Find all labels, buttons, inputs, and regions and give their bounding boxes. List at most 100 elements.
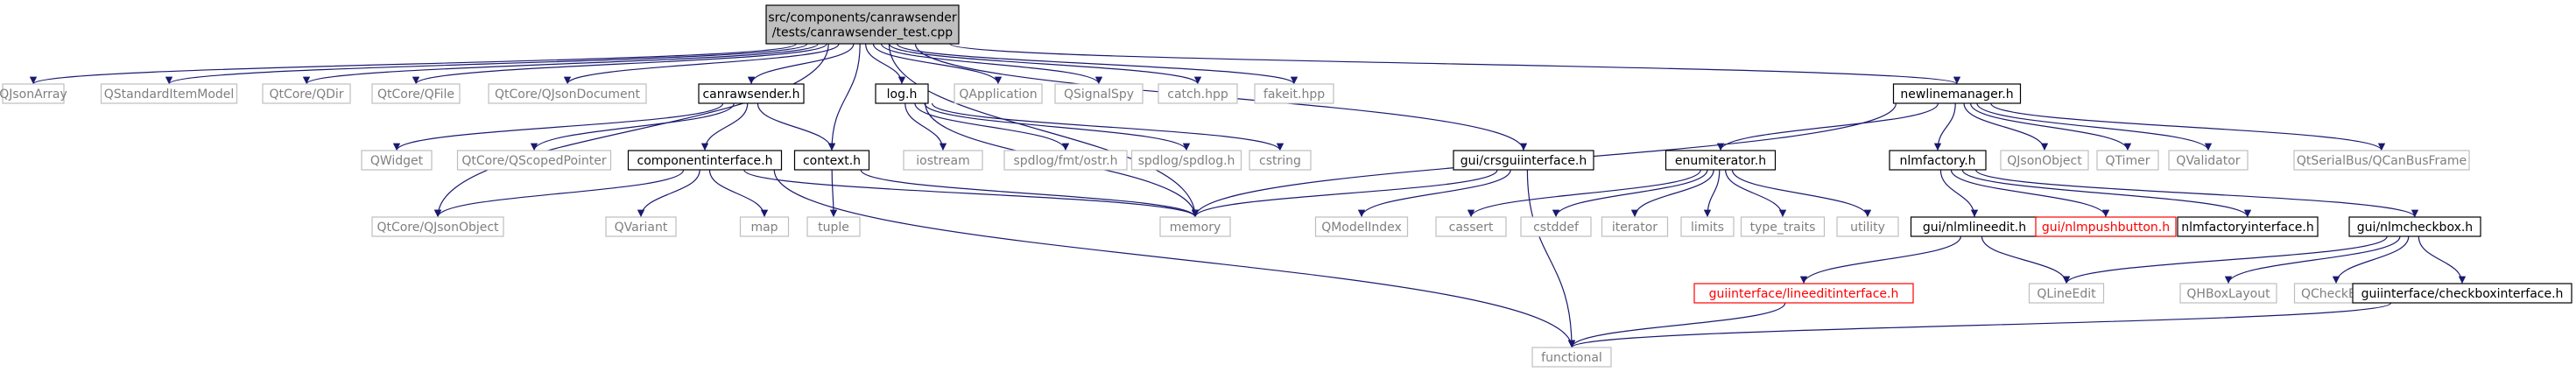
edge-log-h-to-cstring (931, 102, 1284, 151)
edge (1799, 235, 1961, 284)
node-qmodelindex[interactable]: QModelIndex (1314, 216, 1409, 237)
node-label: nlmfactoryinterface.h (2181, 221, 2313, 235)
node-box (1892, 83, 2022, 104)
node-qstandarditemmodel[interactable]: QStandardItemModel (100, 83, 238, 104)
node-tuple[interactable]: tuple (806, 216, 861, 237)
node-gui-nlmlineedit-h[interactable]: gui/nlmlineedit.h (1910, 216, 2039, 237)
edge (743, 169, 1200, 218)
node-qsignalspy[interactable]: QSignalSpy (1054, 83, 1144, 104)
node-label: gui/crsguiinterface.h (1460, 154, 1587, 168)
node-qtcore-qjsonobject[interactable]: QtCore/QJsonObject (371, 216, 504, 237)
edge (829, 169, 838, 218)
node-gui-nlmpushbutton-h[interactable]: gui/nlmpushbutton.h (2035, 216, 2177, 237)
node-nlmfactoryinterface-h[interactable]: nlmfactoryinterface.h (2177, 216, 2319, 237)
edge-enumiterator-h-to-cstddef (1552, 169, 1708, 218)
edge (165, 43, 808, 85)
node-qtcore-qjsondocument[interactable]: QtCore/QJsonDocument (488, 83, 647, 104)
edge (1725, 169, 1787, 218)
node-qvariant[interactable]: QVariant (605, 216, 677, 237)
node-memory[interactable]: memory (1159, 216, 1231, 237)
node-gui-nlmcheckbox-h[interactable]: gui/nlmcheckbox.h (2348, 216, 2481, 237)
node-box (100, 83, 238, 104)
node-qvalidator[interactable]: QValidator (2168, 150, 2249, 171)
edge (889, 43, 1202, 85)
node-cassert[interactable]: cassert (1435, 216, 1507, 237)
node-box (698, 83, 805, 104)
edge-root-to-fakeit-hpp (896, 43, 1299, 85)
node-label: QVariant (615, 221, 668, 235)
node-box (1836, 216, 1899, 237)
node-label: newlinemanager.h (1900, 88, 2013, 102)
edge (2332, 235, 2410, 284)
edge-root-to-qtcore-qfile (412, 43, 827, 85)
node-qhboxlayout[interactable]: QHBoxLayout (2179, 283, 2277, 304)
node-label: QJsonObject (2007, 154, 2082, 168)
node-cstddef[interactable]: cstddef (1520, 216, 1592, 237)
edge (1630, 169, 1714, 218)
edge-enumiterator-h-to-limits (1703, 169, 1721, 218)
edge-root-to-qtcore-qdir (303, 43, 819, 85)
node-enumiterator-h[interactable]: enumiterator.h (1665, 150, 1777, 171)
node-functional[interactable]: functional (1531, 347, 1612, 368)
node-box (361, 150, 433, 171)
node-gui-crsguiinterface-h[interactable]: gui/crsguiinterface.h (1453, 150, 1594, 171)
node-fakeit-hpp[interactable]: fakeit.hpp (1254, 83, 1334, 104)
node-qjsonobject[interactable]: QJsonObject (2000, 150, 2089, 171)
node-spdlog-fmt-ostr-h[interactable]: spdlog/fmt/ostr.h (1003, 150, 1128, 171)
edge (914, 102, 1070, 151)
edge-root-to-qstandarditemmodel (165, 43, 808, 85)
node-label: gui/nlmlineedit.h (1923, 221, 2026, 235)
node-label: QLineEdit (2037, 287, 2096, 301)
node-box (954, 83, 1043, 104)
node-qapplication[interactable]: QApplication (954, 83, 1043, 104)
node-qtimer[interactable]: QTimer (2096, 150, 2159, 171)
node-qtcore-qscopedpointer[interactable]: QtCore/QScopedPointer (456, 150, 612, 171)
node-iterator[interactable]: iterator (1601, 216, 1669, 237)
node-qwidget[interactable]: QWidget (361, 150, 433, 171)
node-label: gui/nlmpushbutton.h (2042, 221, 2170, 235)
edge (1961, 169, 2252, 218)
node-qjsonarray[interactable]: QJsonArray (0, 83, 67, 104)
edge-nlmfactory-h-to-gui-nlmlineedit-h (1939, 169, 1979, 218)
node-log-h[interactable]: log.h (875, 83, 929, 104)
node-box (2168, 150, 2249, 171)
node-label: QJsonArray (0, 88, 67, 102)
node-label: map (750, 221, 778, 235)
edge (1976, 102, 2213, 151)
edge (1568, 302, 2392, 348)
edge-guiinterface-lineeditinterface-h-to-functional (1567, 302, 1786, 348)
node-catch-hpp[interactable]: catch.hpp (1158, 83, 1238, 104)
node-type-traits[interactable]: type_traits (1740, 216, 1826, 237)
node-newlinemanager-h[interactable]: newlinemanager.h (1892, 83, 2022, 104)
node-root[interactable]: src/components/canrawsender/tests/canraw… (765, 4, 960, 45)
node-guiinterface-checkboxinterface-h[interactable]: guiinterface/checkboxinterface.h (2352, 283, 2572, 304)
node-box (488, 83, 647, 104)
node-limits[interactable]: limits (1680, 216, 1735, 237)
edge (637, 169, 700, 218)
edge (827, 43, 861, 151)
node-qtcore-qdir[interactable]: QtCore/QDir (262, 83, 351, 104)
node-qlineedit[interactable]: QLineEdit (2028, 283, 2105, 304)
node-canrawsender-h[interactable]: canrawsender.h (698, 83, 805, 104)
node-context-h[interactable]: context.h (793, 150, 870, 171)
node-cstring[interactable]: cstring (1249, 150, 1312, 171)
node-qtserialbus-qcanbusframe[interactable]: QtSerialBus/QCanBusFrame (2293, 150, 2470, 171)
edge (881, 43, 1103, 85)
node-guiinterface-lineeditinterface-h[interactable]: guiinterface/lineeditinterface.h (1693, 283, 1914, 304)
edge-root-to-qapplication (872, 43, 1003, 85)
node-label: QtCore/QDir (269, 88, 343, 102)
edge-log-h-to-spdlog-fmt-ostr-h (914, 102, 1070, 151)
node-utility[interactable]: utility (1836, 216, 1899, 237)
node-spdlog-spdlog-h[interactable]: spdlog/spdlog.h (1130, 150, 1242, 171)
node-nlmfactory-h[interactable]: nlmfactory.h (1889, 150, 1987, 171)
node-map[interactable]: map (739, 216, 790, 237)
node-qtcore-qfile[interactable]: QtCore/QFile (371, 83, 461, 104)
edge-newlinemanager-h-to-qtimer (1970, 102, 2132, 151)
node-box (2000, 150, 2089, 171)
edge-newlinemanager-h-to-enumiterator-h (1716, 102, 1939, 151)
node-label: limits (1691, 221, 1724, 235)
node-iostream[interactable]: iostream (903, 150, 983, 171)
edge-root-to-qtcore-qjsondocument (563, 43, 840, 85)
node-componentinterface-h[interactable]: componentinterface.h (627, 150, 783, 171)
edge (1975, 169, 2419, 218)
